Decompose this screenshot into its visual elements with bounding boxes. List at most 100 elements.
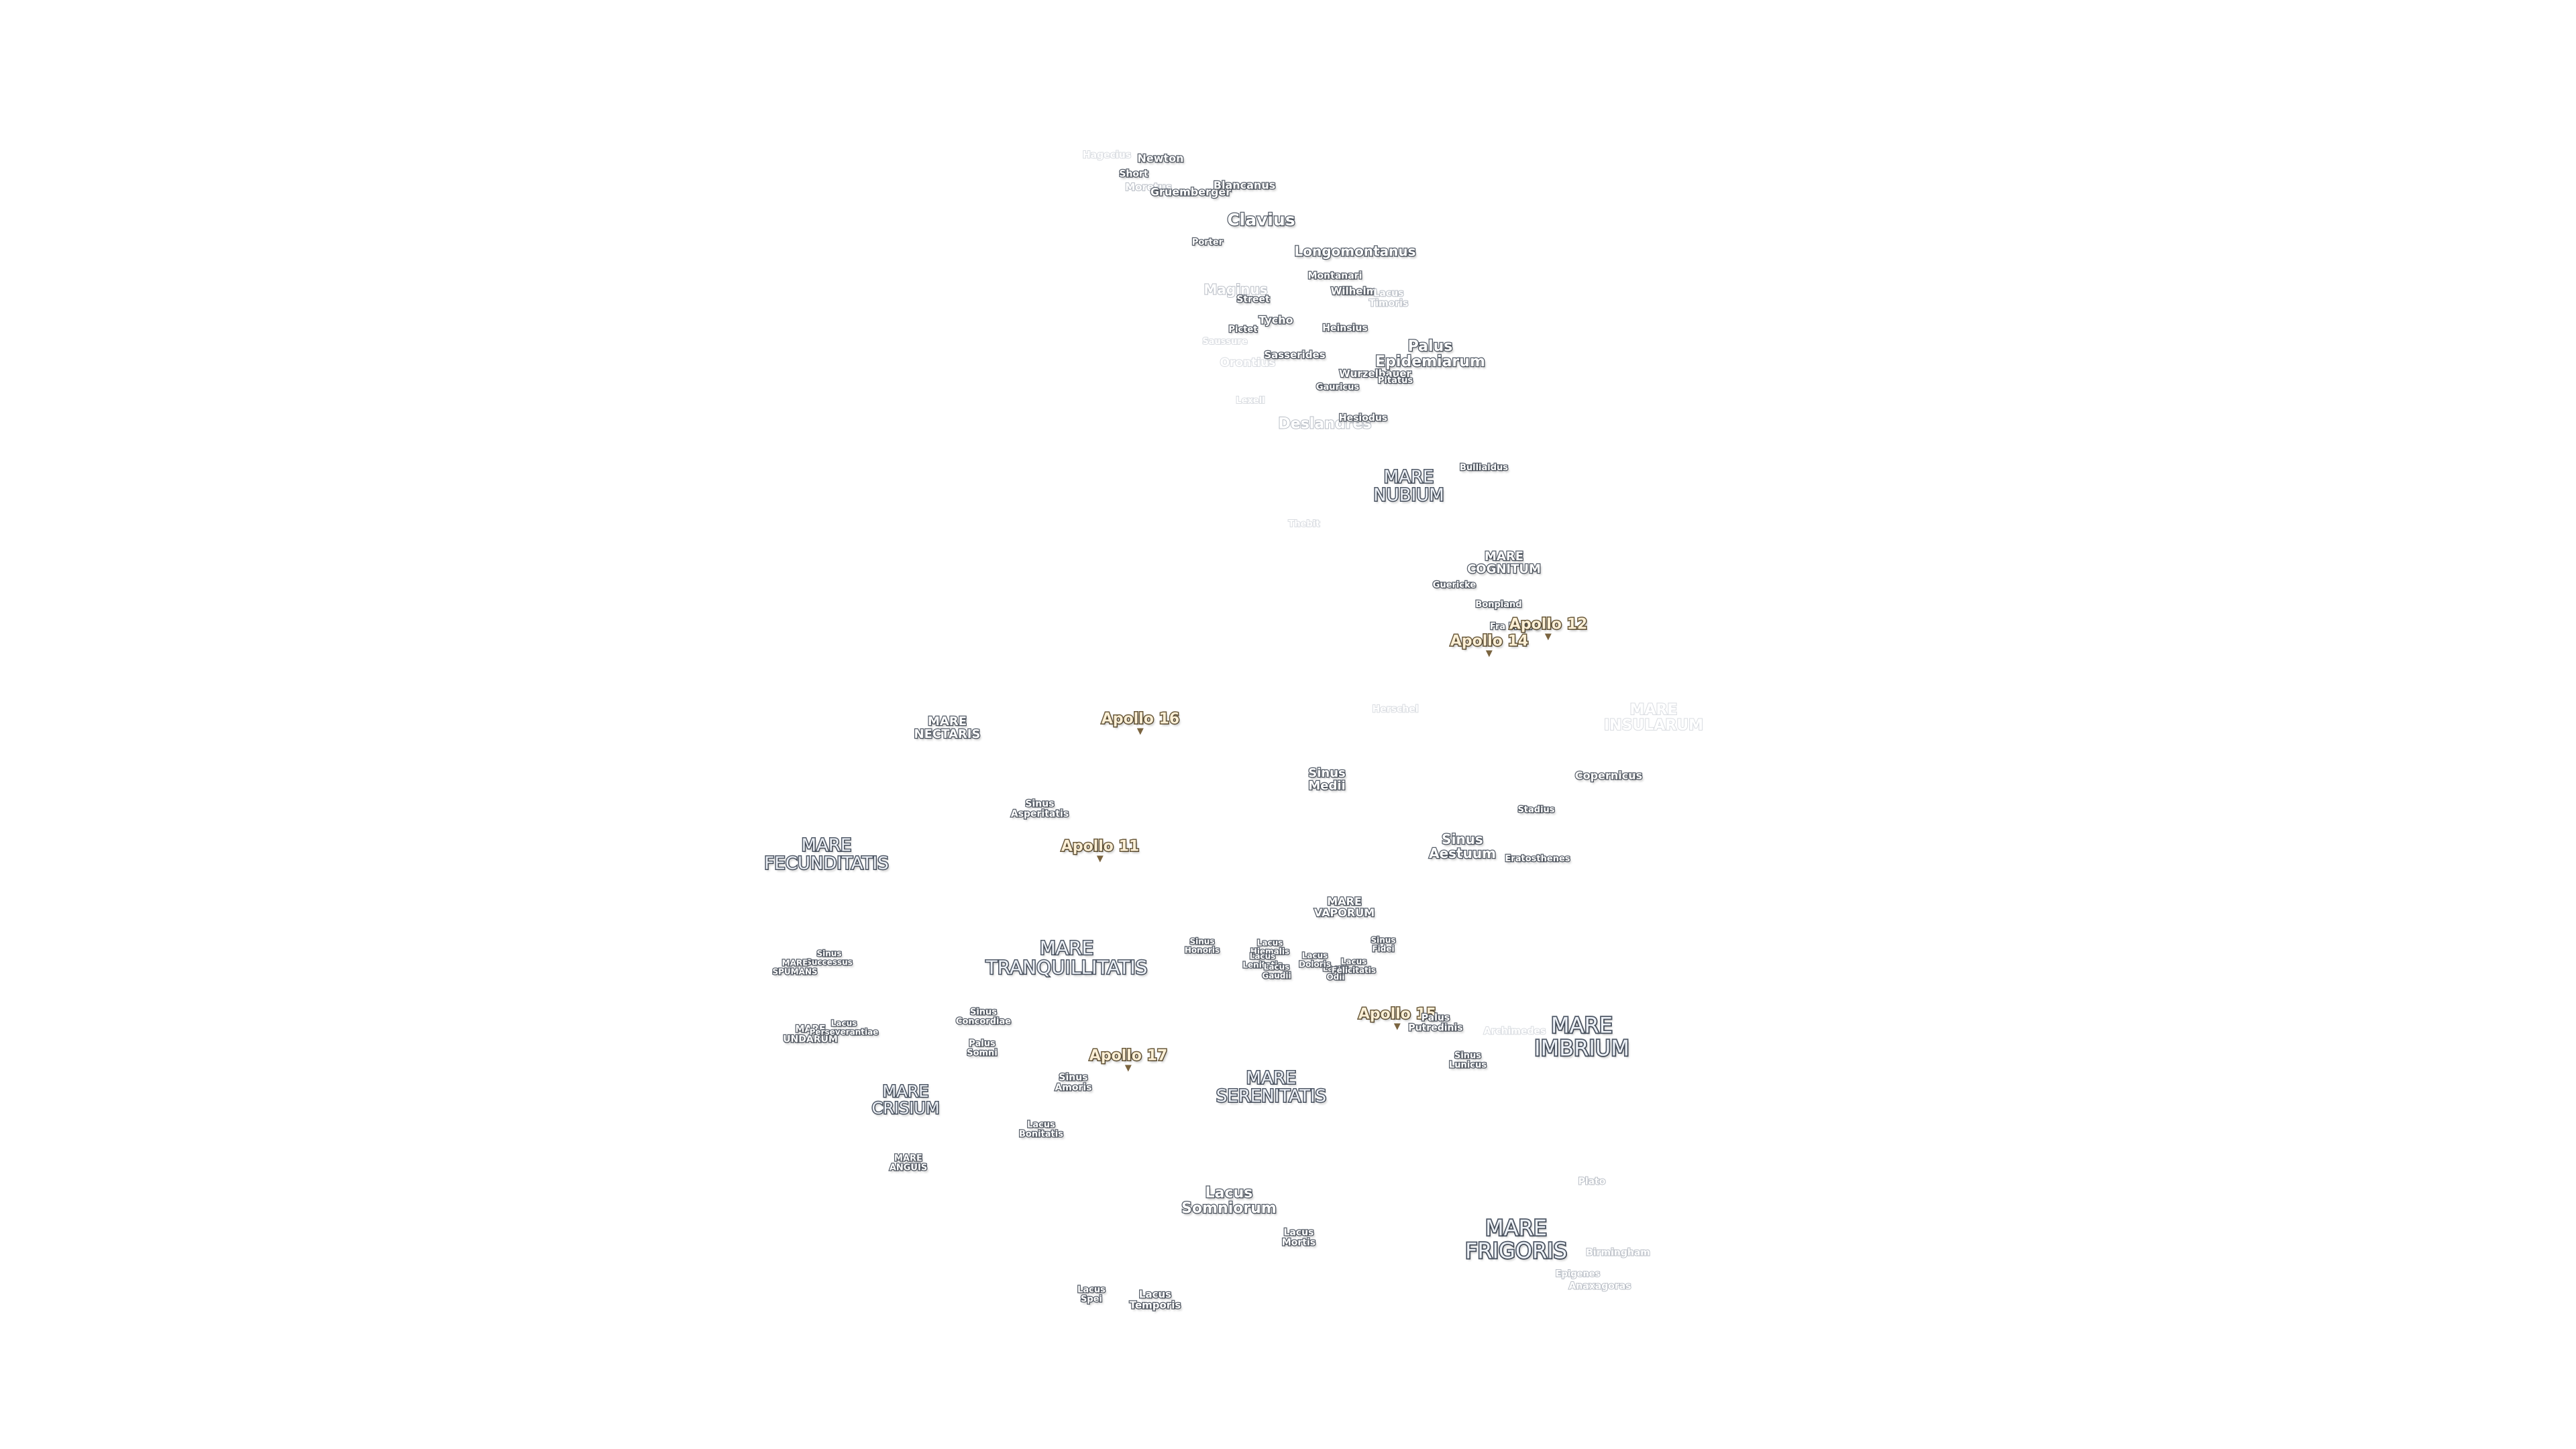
label-text: MARE INSULARUM: [1603, 701, 1704, 734]
label-text: Sinus Medii: [1307, 766, 1346, 793]
label-sinus-concordiae: Sinus Concordiae: [955, 1007, 1012, 1027]
label-text: Sinus Lunicus: [1448, 1051, 1487, 1071]
label-text: MARE SPUMANS: [771, 958, 818, 976]
label-heinsius: Heinsius: [1322, 323, 1368, 334]
label-text: Birmingham: [1585, 1247, 1651, 1258]
label-text: Tycho: [1258, 313, 1294, 327]
label-text: Wurzelbauer: [1338, 368, 1412, 380]
label-apollo-14: Apollo 14: [1449, 633, 1529, 657]
label-maginus: Maginus: [1203, 281, 1269, 298]
label-text: Sinus Amoris: [1054, 1072, 1093, 1093]
label-lacus-temporis: Lacus Temporis: [1128, 1288, 1181, 1311]
label-text: Palus Putredinis: [1407, 1012, 1464, 1034]
label-eratosthenes: Eratosthenes: [1504, 854, 1571, 865]
label-lacus-timoris: Lacus Timoris: [1368, 288, 1409, 309]
label-deslandres: Deslandres: [1278, 415, 1373, 433]
label-mare-undarum: MARE UNDARUM: [782, 1024, 839, 1045]
label-copernicus: Copernicus: [1574, 769, 1644, 782]
label-text: Heinsius: [1322, 323, 1368, 334]
label-lacus-somniorum: Lacus Somniorum: [1181, 1185, 1277, 1218]
label-text: Lacus Spei: [1077, 1285, 1106, 1305]
label-lacus-perseverantiae: Lacus Perseverantiae: [808, 1018, 879, 1036]
landing-site-marker-icon: [1096, 855, 1104, 863]
label-pitatus: Pitatus: [1377, 376, 1414, 386]
label-text: MARE COGNITUM: [1466, 549, 1542, 576]
label-palus-putredinis: Palus Putredinis: [1407, 1012, 1464, 1034]
label-montanari: Montanari: [1307, 270, 1362, 282]
label-lacus-odii: Lacus Odii: [1322, 963, 1349, 981]
label-text: Lacus Hiemalis: [1250, 938, 1291, 956]
label-guericke: Guericke: [1432, 580, 1477, 591]
label-text: Lexell: [1235, 396, 1265, 407]
label-text: Sasserides: [1263, 349, 1326, 362]
label-saussure: Saussure: [1201, 337, 1248, 347]
label-text: Deslandres: [1278, 415, 1373, 433]
label-text: Palus Somni: [966, 1038, 998, 1059]
label-mare-cognitum: MARE COGNITUM: [1466, 549, 1542, 576]
label-text: Porter: [1191, 237, 1224, 248]
label-text: Epigenes: [1555, 1269, 1601, 1280]
label-text: Lacus Lenitatis: [1242, 951, 1283, 969]
label-mare-crisium: MARE CRISIUM: [871, 1081, 941, 1118]
label-text: Apollo 14: [1449, 633, 1529, 650]
label-mare-frigoris: MARE FRIGORIS: [1464, 1216, 1568, 1263]
label-mare-imbrium: MARE IMBRIUM: [1533, 1013, 1630, 1060]
label-text: Copernicus: [1574, 769, 1644, 782]
label-text: Clavius: [1226, 209, 1296, 229]
label-birmingham: Birmingham: [1585, 1247, 1651, 1258]
label-bullialdus: Bullialdus: [1459, 463, 1509, 474]
label-gauricus: Gauricus: [1316, 382, 1360, 393]
label-orontius: Orontius: [1220, 356, 1277, 370]
label-text: Thebit: [1288, 519, 1321, 530]
label-newton: Newton: [1136, 152, 1185, 164]
label-blancanus: Blancanus: [1213, 178, 1277, 192]
label-text: Gruemberger: [1150, 185, 1232, 199]
label-text: Blancanus: [1213, 178, 1277, 192]
label-lacus-hiemalis: Lacus Hiemalis: [1250, 938, 1291, 956]
landing-site-marker-icon: [1485, 650, 1493, 657]
label-apollo-15: Apollo 15: [1357, 1006, 1438, 1030]
landing-site-marker-icon: [1136, 728, 1144, 735]
label-clavius: Clavius: [1226, 209, 1296, 229]
label-mare-spumans: MARE SPUMANS: [771, 958, 818, 976]
label-text: Palus Epidemiarum: [1375, 337, 1486, 371]
label-gruemberger: Gruemberger: [1150, 185, 1232, 199]
label-text: Lacus Timoris: [1368, 288, 1409, 309]
label-text: Montanari: [1307, 270, 1362, 282]
label-text: Hagecius: [1082, 150, 1132, 161]
label-text: Sinus Asperitatis: [1010, 798, 1070, 820]
label-text: Gauricus: [1316, 382, 1360, 393]
landing-site-marker-icon: [1393, 1023, 1401, 1030]
label-lexell: Lexell: [1235, 396, 1265, 407]
label-text: Hesiodus: [1338, 413, 1389, 424]
label-text: Guericke: [1432, 580, 1477, 591]
label-street: Street: [1236, 294, 1271, 305]
label-anaxagoras: Anaxagoras: [1568, 1281, 1631, 1292]
label-text: Sinus Concordiae: [955, 1007, 1012, 1027]
label-mare-tranquillitatis: MARE TRANQUILLITATIS: [985, 937, 1148, 979]
label-text: Pictet: [1228, 325, 1258, 335]
label-epigenes: Epigenes: [1555, 1269, 1601, 1280]
label-text: Saussure: [1201, 337, 1248, 347]
label-sinus-aestuum: Sinus Aestuum: [1428, 831, 1497, 861]
label-archimedes: Archimedes: [1483, 1026, 1547, 1037]
label-porter: Porter: [1191, 237, 1224, 248]
label-hesiodus: Hesiodus: [1338, 413, 1389, 424]
label-stadius: Stadius: [1517, 805, 1556, 816]
label-text: Maginus: [1203, 281, 1269, 298]
label-apollo-16: Apollo 16: [1100, 710, 1181, 735]
label-text: Short: [1118, 168, 1149, 180]
label-text: Lacus Odii: [1322, 963, 1349, 981]
label-text: Lacus Temporis: [1128, 1288, 1181, 1311]
label-lacus-spei: Lacus Spei: [1077, 1285, 1106, 1305]
label-text: Lacus Mortis: [1281, 1227, 1317, 1248]
label-short: Short: [1118, 168, 1149, 180]
label-text: Apollo 16: [1100, 710, 1180, 728]
label-herschel: Herschel: [1371, 704, 1419, 715]
landing-site-marker-icon: [1544, 633, 1552, 641]
label-lacus-mortis: Lacus Mortis: [1281, 1227, 1317, 1248]
label-text: MARE CRISIUM: [871, 1081, 941, 1118]
label-text: MARE NUBIUM: [1373, 467, 1445, 506]
label-text: Eratosthenes: [1504, 854, 1571, 865]
